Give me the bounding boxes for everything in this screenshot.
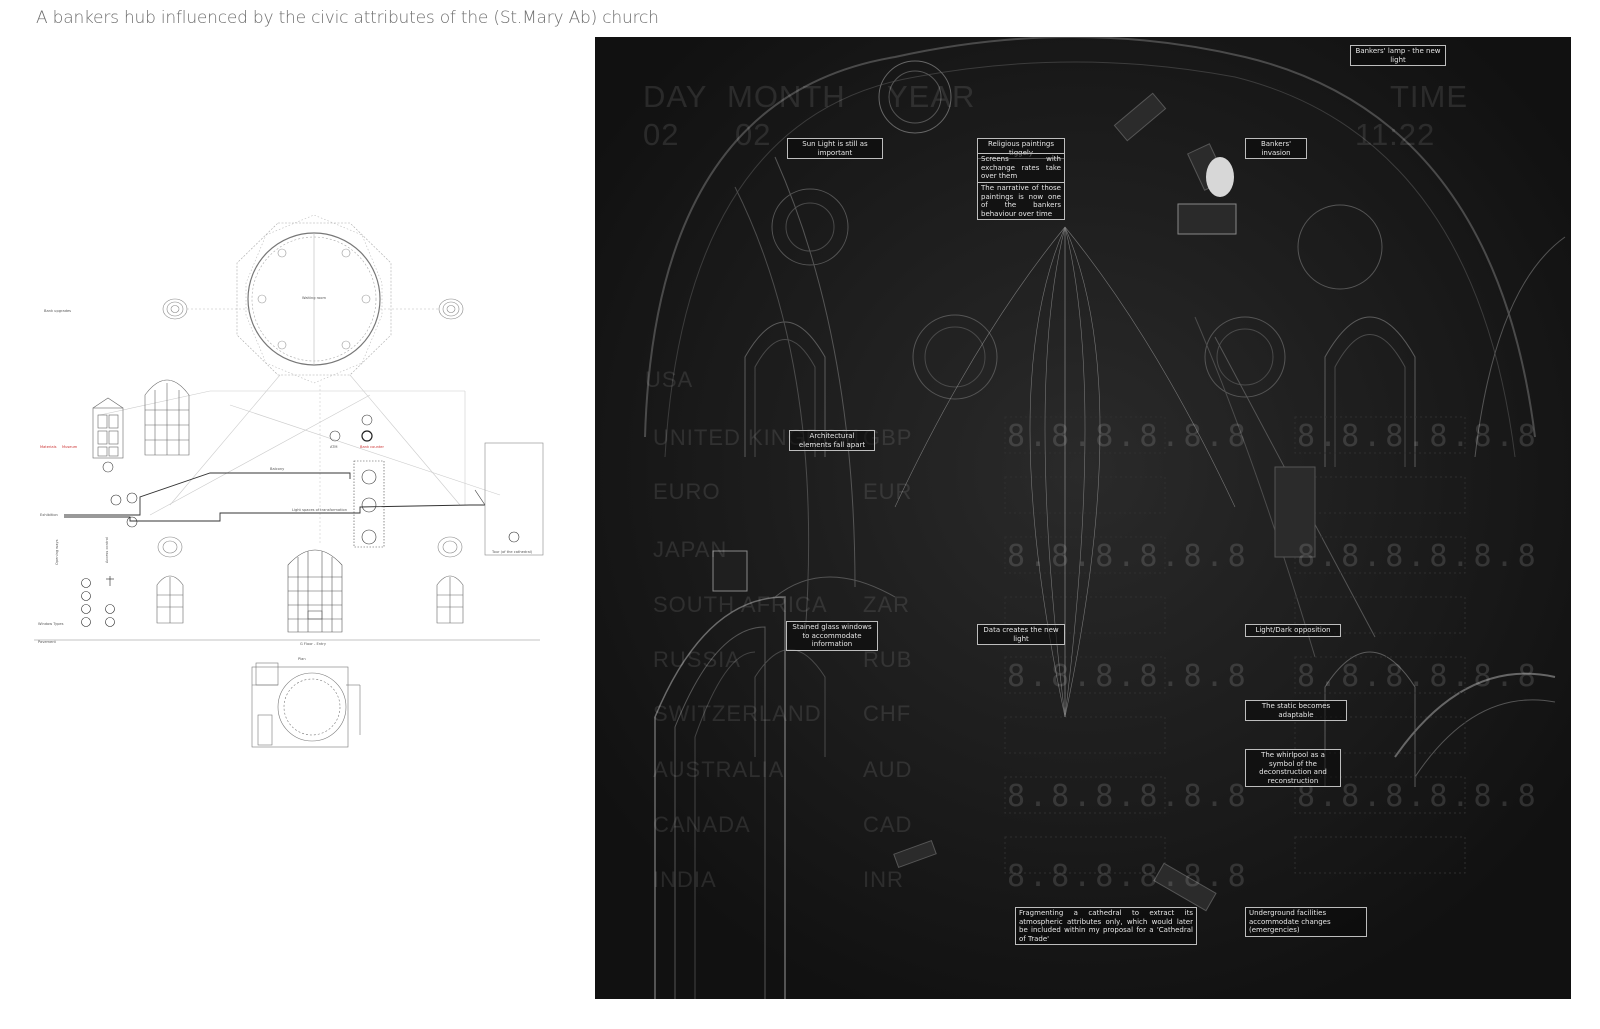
arched-window-elevation [144, 379, 190, 456]
label-window-types: Window Types [38, 622, 64, 626]
annotation-stained-glass: Stained glass windows to accommodate inf… [786, 621, 878, 651]
door-elevation [92, 397, 124, 459]
ghost-code: RUB [863, 647, 913, 672]
ghost-country: EURO [653, 479, 721, 504]
ghost-header-month: MONTH [727, 79, 846, 114]
label-bank-upgrades: Bank upgrades [44, 309, 71, 313]
ghost-country: CANADA [653, 812, 751, 837]
rotunda-octagon [236, 222, 392, 376]
ghost-digits: 8.8.8.8.8.8 [1297, 659, 1540, 694]
label-waiting-room: Waiting room [302, 296, 326, 300]
label-pavement: Pavement [38, 640, 57, 644]
ghost-country: SOUTH AFRICA [653, 592, 828, 617]
ghost-country: JAPAN [653, 537, 728, 562]
ghost-header-time: TIME [1390, 79, 1469, 114]
ghost-country: SWITZERLAND [653, 701, 822, 726]
label-access-control: Access control [105, 537, 109, 563]
circulation-path [64, 472, 351, 516]
ghost-country: AUSTRALIA [653, 757, 785, 782]
ghost-code: ZAR [863, 592, 910, 617]
collage-linework [595, 37, 1571, 999]
ghost-digits: 8.8.8.8.8.8 [1297, 539, 1540, 574]
label-ground-floor: G Floor - Entry [300, 642, 327, 646]
banker-figure [1206, 157, 1234, 197]
ghost-digits: 8.8.8.8.8.8 [1007, 779, 1250, 814]
ghost-country: RUSSIA [653, 647, 741, 672]
annotation-bankers-invasion: Bankers' invasion [1245, 138, 1307, 159]
ghost-digits: 8.8.8.8.8.8 [1007, 859, 1250, 894]
annotation-narrative: The narrative of those paintings is now … [977, 182, 1065, 220]
ghost-month-value: 02 [735, 117, 772, 152]
small-floor-plan [251, 662, 361, 748]
label-materials: Materials [40, 445, 57, 449]
gateway-elevation [287, 549, 343, 633]
ghost-code: EUR [863, 479, 913, 504]
annotation-underground: Underground facilities accommodate chang… [1245, 907, 1367, 937]
annotation-architectural-elements: Architectural elements fall apart [789, 430, 875, 451]
ghost-day-value: 02 [643, 117, 680, 152]
ghost-code: CAD [863, 812, 913, 837]
page-title: A bankers hub influenced by the civic at… [36, 8, 659, 28]
label-light-spaces: Light spaces of transformation [292, 508, 347, 512]
ghost-code: INR [863, 867, 904, 892]
cathedral-collage: DAY MONTH YEAR TIME 02 02 11:22 USA UNIT… [595, 37, 1571, 999]
ghost-country: USA [645, 367, 694, 392]
rose-window-right [438, 298, 464, 320]
ghost-digits: 8.8.8.8.8.8 [1007, 419, 1250, 454]
label-plan-caption: Plan [298, 657, 306, 661]
ghost-digits: 8.8.8.8.8.8 [1007, 539, 1250, 574]
label-tour: Tour (of the cathedral) [491, 550, 533, 554]
label-balcony: Balcony [270, 467, 285, 471]
ghost-digits: 8.8.8.8.8.8 [1007, 659, 1250, 694]
annotation-screens: Screens with exchange rates take over th… [977, 153, 1065, 183]
rose-window-left [162, 298, 188, 320]
label-museum: Museum [62, 445, 78, 449]
ghost-time-value: 11:22 [1355, 117, 1436, 152]
annotation-light-dark: Light/Dark opposition [1245, 624, 1341, 637]
architectural-plan-diagram: Waiting room Bank upgrades Materials Mus… [34, 215, 544, 748]
annotation-fragmenting: Fragmenting a cathedral to extract its a… [1015, 907, 1197, 945]
annotation-bankers-lamp: Bankers' lamp - the new light [1350, 45, 1446, 66]
annotation-static-adaptable: The static becomes adaptable [1245, 700, 1347, 721]
ghost-header-day: DAY [643, 79, 708, 114]
annotation-sun-light: Sun Light is still as important [787, 138, 883, 159]
label-bank-counter: Bank counter [360, 445, 385, 449]
ghost-digits: 8.8.8.8.8.8 [1297, 419, 1540, 454]
ghost-country: INDIA [653, 867, 717, 892]
ghost-header-year: YEAR [887, 79, 976, 114]
tour-box [484, 442, 544, 556]
ghost-code: CHF [863, 701, 912, 726]
label-exhibition: Exhibition [40, 513, 58, 517]
label-opening-ways: Opening ways [55, 539, 59, 565]
bank-counter-box [353, 460, 385, 548]
label-atm: ATM [330, 445, 337, 449]
ghost-code: AUD [863, 757, 913, 782]
annotation-whirlpool: The whirlpool as a symbol of the deconst… [1245, 749, 1341, 787]
annotation-data-creates-light: Data creates the new light [977, 624, 1065, 645]
